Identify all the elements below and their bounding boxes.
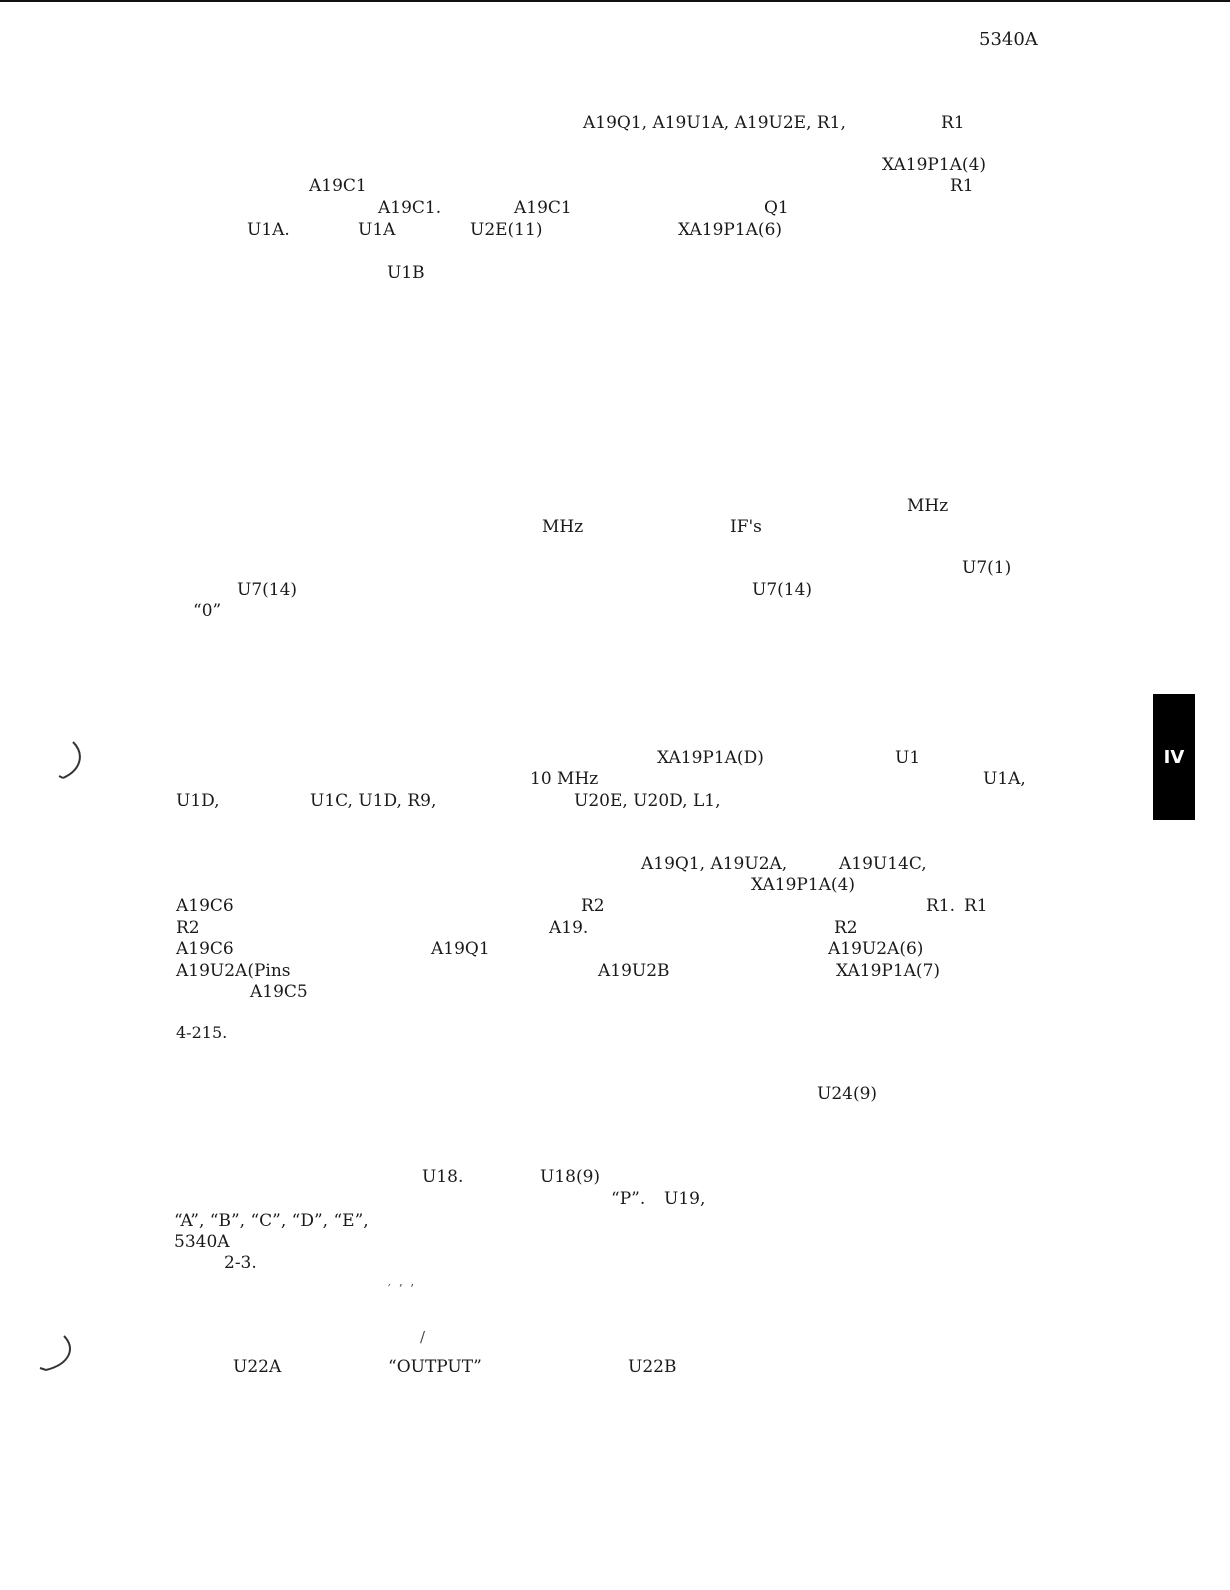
ref-r2-c: R2 (834, 918, 858, 938)
ref-10mhz: 10 MHz (530, 769, 599, 789)
ref-a19u2b: A19U2B (598, 961, 670, 981)
ref-r1-c: R1. (926, 896, 956, 916)
margin-mark (58, 741, 81, 779)
header-model: 5340A (979, 29, 1038, 50)
ref-u20e-group: U20E, U20D, L1, (574, 791, 721, 811)
ref-r1: R1 (941, 113, 965, 133)
ref-u7-1: U7(1) (962, 558, 1012, 578)
ref-u1b: U1B (387, 263, 425, 283)
ref-a19c5: A19C5 (250, 982, 308, 1002)
ref-u18-9: U18(9) (540, 1167, 601, 1187)
ref-u1d: U1D, (176, 791, 220, 811)
ref-u1a-c: U1A, (983, 769, 1026, 789)
paragraph-number: 4-215. (176, 1023, 228, 1042)
ref-u1c-group: U1C, U1D, R9, (310, 791, 437, 811)
ref-xa19p1ad: XA19P1A(D) (657, 748, 764, 768)
ref-r2: R2 (581, 896, 605, 916)
section-tab: IV (1153, 694, 1195, 820)
ref-u22b: U22B (628, 1357, 677, 1377)
ref-u19: U19, (664, 1189, 706, 1209)
ref-u24-9: U24(9) (817, 1084, 878, 1104)
ref-xa19p1a7: XA19P1A(7) (836, 961, 941, 981)
ref-u1a: U1A. (247, 220, 290, 240)
ref-zero: “0” (193, 601, 222, 621)
ref-q1: Q1 (764, 198, 789, 218)
ref-a19c1-b: A19C1. (378, 198, 442, 218)
ref-ifs: IF's (730, 517, 762, 537)
ref-a19: A19. (549, 918, 589, 938)
ref-a19c6-b: A19C6 (176, 939, 234, 959)
ref-a19c1: A19C1 (309, 176, 367, 196)
section-tab-label: IV (1163, 746, 1185, 768)
ref-u22a: U22A (233, 1357, 282, 1377)
ref-u1a-b: U1A (358, 220, 396, 240)
ref-u2e11: U2E(11) (470, 220, 543, 240)
ref-a19q1-group: A19Q1, A19U1A, A19U2E, R1, (583, 113, 846, 133)
ref-xa19p1a4: XA19P1A(4) (882, 155, 987, 175)
ref-u7-14-b: U7(14) (752, 580, 813, 600)
ref-r1-d: R1 (964, 896, 988, 916)
ref-u1: U1 (895, 748, 921, 768)
ref-output: “OUTPUT” (388, 1357, 482, 1377)
ref-a19q1-b: A19Q1 (431, 939, 490, 959)
top-rule (0, 0, 1230, 2)
ref-mhz-a: MHz (907, 496, 949, 516)
speck: / (420, 1328, 426, 1346)
ref-a19u14c: A19U14C, (839, 854, 927, 874)
ref-xa19p1a6: XA19P1A(6) (678, 220, 783, 240)
ref-a19u2a-pins: A19U2A(Pins (176, 961, 291, 981)
ref-r2-b: R2 (176, 918, 200, 938)
ref-xa19p1a4-b: XA19P1A(4) (751, 875, 856, 895)
speck: ′ ʼ ʼ (388, 1282, 414, 1296)
margin-mark (39, 1335, 71, 1371)
ref-5340a: 5340A (174, 1232, 230, 1252)
ref-p-quote: “P”. (611, 1189, 646, 1209)
ref-a19c6: A19C6 (176, 896, 234, 916)
ref-u7-14-a: U7(14) (237, 580, 298, 600)
ref-mhz-b: MHz (542, 517, 584, 537)
ref-a19u2a6: A19U2A(6) (828, 939, 924, 959)
ref-u18: U18. (422, 1167, 464, 1187)
ref-a19c1-c: A19C1 (514, 198, 572, 218)
ref-r1-b: R1 (950, 176, 974, 196)
ref-table-2-3: 2-3. (224, 1253, 257, 1273)
ref-abcde: “A”, “B”, “C”, “D”, “E”, (174, 1211, 369, 1231)
ref-a19q1-u2a: A19Q1, A19U2A, (641, 854, 788, 874)
